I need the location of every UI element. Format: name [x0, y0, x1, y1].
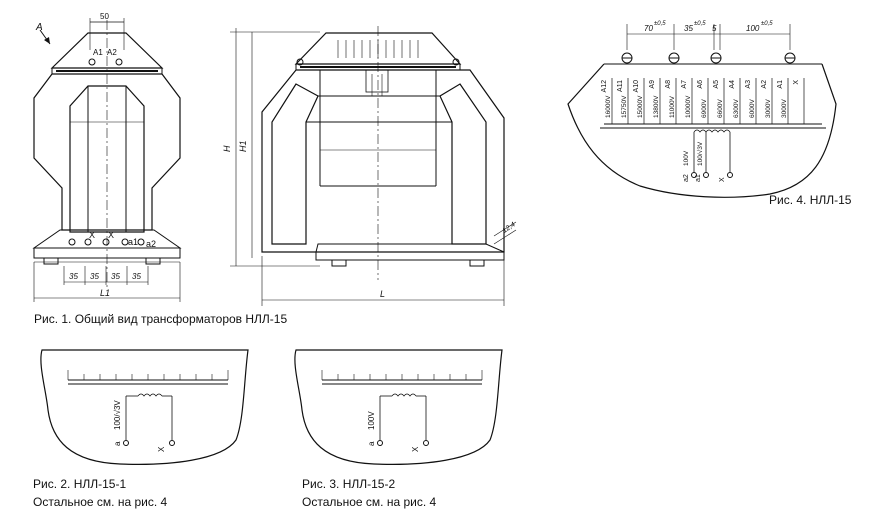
fig3-voltage: 100V	[367, 411, 376, 430]
label-a1: A1	[93, 48, 103, 57]
fig2-label-a: a	[113, 441, 122, 446]
dim-h: H	[222, 145, 232, 152]
tap-label: A1	[777, 80, 784, 89]
secondary-label: X	[719, 177, 726, 182]
tap-label: A2	[761, 80, 768, 89]
fig1-caption: Рис. 1. Общий вид трансформаторов НЛЛ-15	[34, 312, 288, 326]
voltage-label: 10000V	[685, 95, 692, 118]
dim-l1: L1	[100, 288, 110, 298]
tap-label: A11	[617, 80, 624, 92]
secondary-label: a1	[695, 174, 702, 182]
voltage-label: 13800V	[653, 95, 660, 118]
tap-label: A6	[697, 80, 704, 89]
pitch-2: 35	[90, 272, 99, 281]
voltage-label: 11000V	[669, 95, 676, 118]
voltage-label: 15750V	[621, 95, 628, 118]
tap-label: A12	[601, 80, 608, 93]
fig3-caption: Рис. 3. НЛЛ-15-2	[302, 477, 396, 491]
secondary-voltage-label: 100V	[683, 150, 690, 166]
fig2-caption: Рис. 2. НЛЛ-15-1	[33, 477, 127, 491]
fig4-caption: Рис. 4. НЛЛ-15	[769, 193, 852, 207]
fig4-schematic: 70 ±0,5 35 ±0,5 5 100 ±0,5	[567, 21, 837, 198]
dim-100: 100	[746, 24, 760, 33]
tap-label: A9	[649, 80, 656, 89]
voltage-label: 6000V	[749, 99, 756, 118]
fig2-note: Остальное см. на рис. 4	[33, 495, 168, 509]
pitch-3: 35	[111, 272, 120, 281]
dim-35: 35	[684, 24, 693, 33]
dim-l: L	[380, 289, 385, 299]
fig3-label-x: X	[411, 446, 420, 452]
voltage-label: 15000V	[637, 95, 644, 118]
dim-50: 50	[100, 12, 109, 21]
tap-label: A5	[713, 80, 720, 89]
dim-70-tol: ±0,5	[654, 21, 666, 27]
dim-5: 5	[712, 24, 717, 33]
tap-label: X	[793, 80, 800, 85]
tap-label: A10	[633, 80, 640, 93]
label-a2: A2	[107, 48, 117, 57]
label-x-2: X	[108, 230, 114, 240]
tap-label: A8	[665, 80, 672, 89]
tap-label: A3	[745, 80, 752, 89]
dim-35-tol: ±0,5	[694, 21, 706, 27]
fig3-schematic: a X 100V	[294, 349, 503, 465]
fig2-voltage: 100/√3V	[113, 400, 122, 430]
label-x-1: X	[89, 230, 95, 240]
voltage-label: 6600V	[717, 99, 724, 118]
secondary-label: a2	[683, 174, 690, 182]
voltage-label: 6900V	[701, 99, 708, 118]
fig3-label-a: a	[367, 441, 376, 446]
fig2-label-x: X	[157, 446, 166, 452]
voltage-label: 16000V	[605, 95, 612, 118]
pitch-1: 35	[69, 272, 78, 281]
tap-label: A4	[729, 80, 736, 89]
pitch-4: 35	[132, 272, 141, 281]
tap-label: A7	[681, 80, 688, 89]
label-a2-low: a2	[146, 239, 156, 249]
fig1-side-view: H H1	[222, 26, 517, 306]
voltage-label: 3000V	[781, 99, 788, 118]
dim-100-tol: ±0,5	[761, 21, 773, 27]
label-a1-low: a1	[128, 237, 138, 247]
view-label-a: A	[35, 22, 43, 33]
fig2-schematic: a X 100/√3V	[40, 349, 249, 465]
fig1-front-view: 50 A A1 A2 X X a1	[32, 12, 182, 302]
dim-h1: H1	[238, 140, 248, 152]
dim-70: 70	[644, 24, 653, 33]
voltage-label: 3000V	[765, 99, 772, 118]
secondary-voltage-label: 100/√3V	[696, 141, 704, 166]
fig3-note: Остальное см. на рис. 4	[302, 495, 437, 509]
voltage-label: 6300V	[733, 99, 740, 118]
